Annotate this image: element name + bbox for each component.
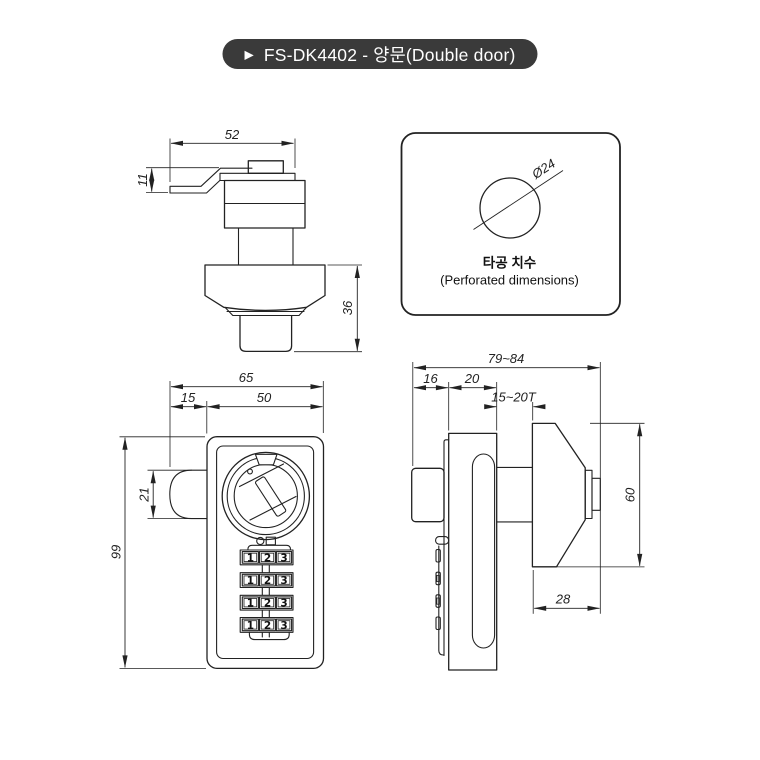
latch-side [411, 467, 445, 523]
wheel-digit: 3 [280, 552, 287, 564]
dim-16-20: 16 20 [413, 371, 498, 431]
dim-60: 60 [556, 422, 645, 568]
dim-79-84-label: 79~84 [488, 351, 525, 366]
dim-60-label: 60 [623, 487, 638, 502]
dim-65-label: 65 [239, 370, 254, 385]
lock-body-top [204, 160, 326, 353]
dim-52-label: 52 [225, 127, 240, 142]
dim-65: 65 [169, 370, 324, 467]
dim-11: 11 [135, 167, 219, 194]
front-body-inner [216, 445, 315, 660]
dim-52: 52 [169, 127, 296, 182]
dim-99-label: 99 [109, 545, 124, 559]
latch-front [169, 469, 208, 520]
dim-99: 99 [109, 436, 206, 669]
dim-28: 28 [532, 570, 600, 614]
faceplate-side [435, 439, 450, 657]
front-view-drawing: 65 15 50 99 21 [109, 370, 325, 670]
play-icon: ▶ [244, 47, 254, 62]
dim-20-label: 20 [464, 371, 480, 386]
wheel-digit: 3 [280, 620, 287, 632]
combination-wheels: 1 2 3 1 2 3 1 2 3 [239, 536, 294, 641]
wheel-row: 1 2 3 [239, 549, 294, 566]
wheel-row: 1 2 3 [239, 572, 294, 589]
dim-door-thickness: 15~20T [484, 390, 546, 421]
diameter-line [473, 170, 564, 230]
dim-diameter-label: Ø24 [528, 156, 558, 183]
wheel-digit: 1 [247, 620, 254, 632]
dim-36: 36 [294, 264, 362, 353]
wheel-digit: 1 [247, 552, 254, 564]
dim-21: 21 [137, 469, 192, 519]
dial-tab [254, 453, 278, 466]
caption-korean: 타공 치수 [483, 256, 536, 271]
caption-english: (Perforated dimensions) [440, 273, 579, 288]
dim-50-label: 50 [257, 390, 272, 405]
perforation-panel: Ø24 타공 치수 (Perforated dimensions) [400, 132, 621, 316]
top-view-drawing: 52 11 36 [135, 127, 362, 353]
dim-11-label: 11 [135, 173, 150, 187]
dim-21-label: 21 [137, 487, 152, 502]
dim-16-label: 16 [423, 371, 438, 386]
title-badge: ▶ FS-DK4402 - 양문(Double door) [222, 39, 538, 69]
wheel-digit: 1 [247, 598, 254, 610]
dial [221, 451, 311, 541]
dial-dot [247, 468, 253, 475]
body-side [448, 432, 498, 671]
page-title: FS-DK4402 - 양문(Double door) [263, 44, 516, 65]
dim-15-label: 15 [181, 390, 196, 405]
front-body-outer [206, 436, 325, 670]
wheel-digit: 3 [280, 575, 287, 587]
side-view-drawing: 79~84 16 20 15~20T 60 28 [411, 351, 645, 671]
dim-28-label: 28 [555, 592, 571, 607]
wheel-row: 1 2 3 [239, 594, 294, 611]
knob-side [496, 422, 601, 568]
wheel-digit: 3 [280, 598, 287, 610]
wheel-digit: 2 [264, 620, 271, 632]
latch-hook-side [435, 536, 450, 545]
wheel-digit: 2 [264, 575, 271, 587]
wheel-row: 1 2 3 [239, 616, 294, 633]
wheel-digit: 2 [264, 598, 271, 610]
hole-circle [479, 177, 541, 239]
dim-door-thickness-label: 15~20T [491, 390, 537, 405]
dial-slot [255, 476, 287, 517]
panel-border [400, 132, 621, 316]
dim-15-50: 15 50 [170, 390, 323, 434]
dim-36-label: 36 [340, 300, 355, 315]
wheel-digit: 2 [264, 552, 271, 564]
wheel-digit: 1 [247, 575, 254, 587]
